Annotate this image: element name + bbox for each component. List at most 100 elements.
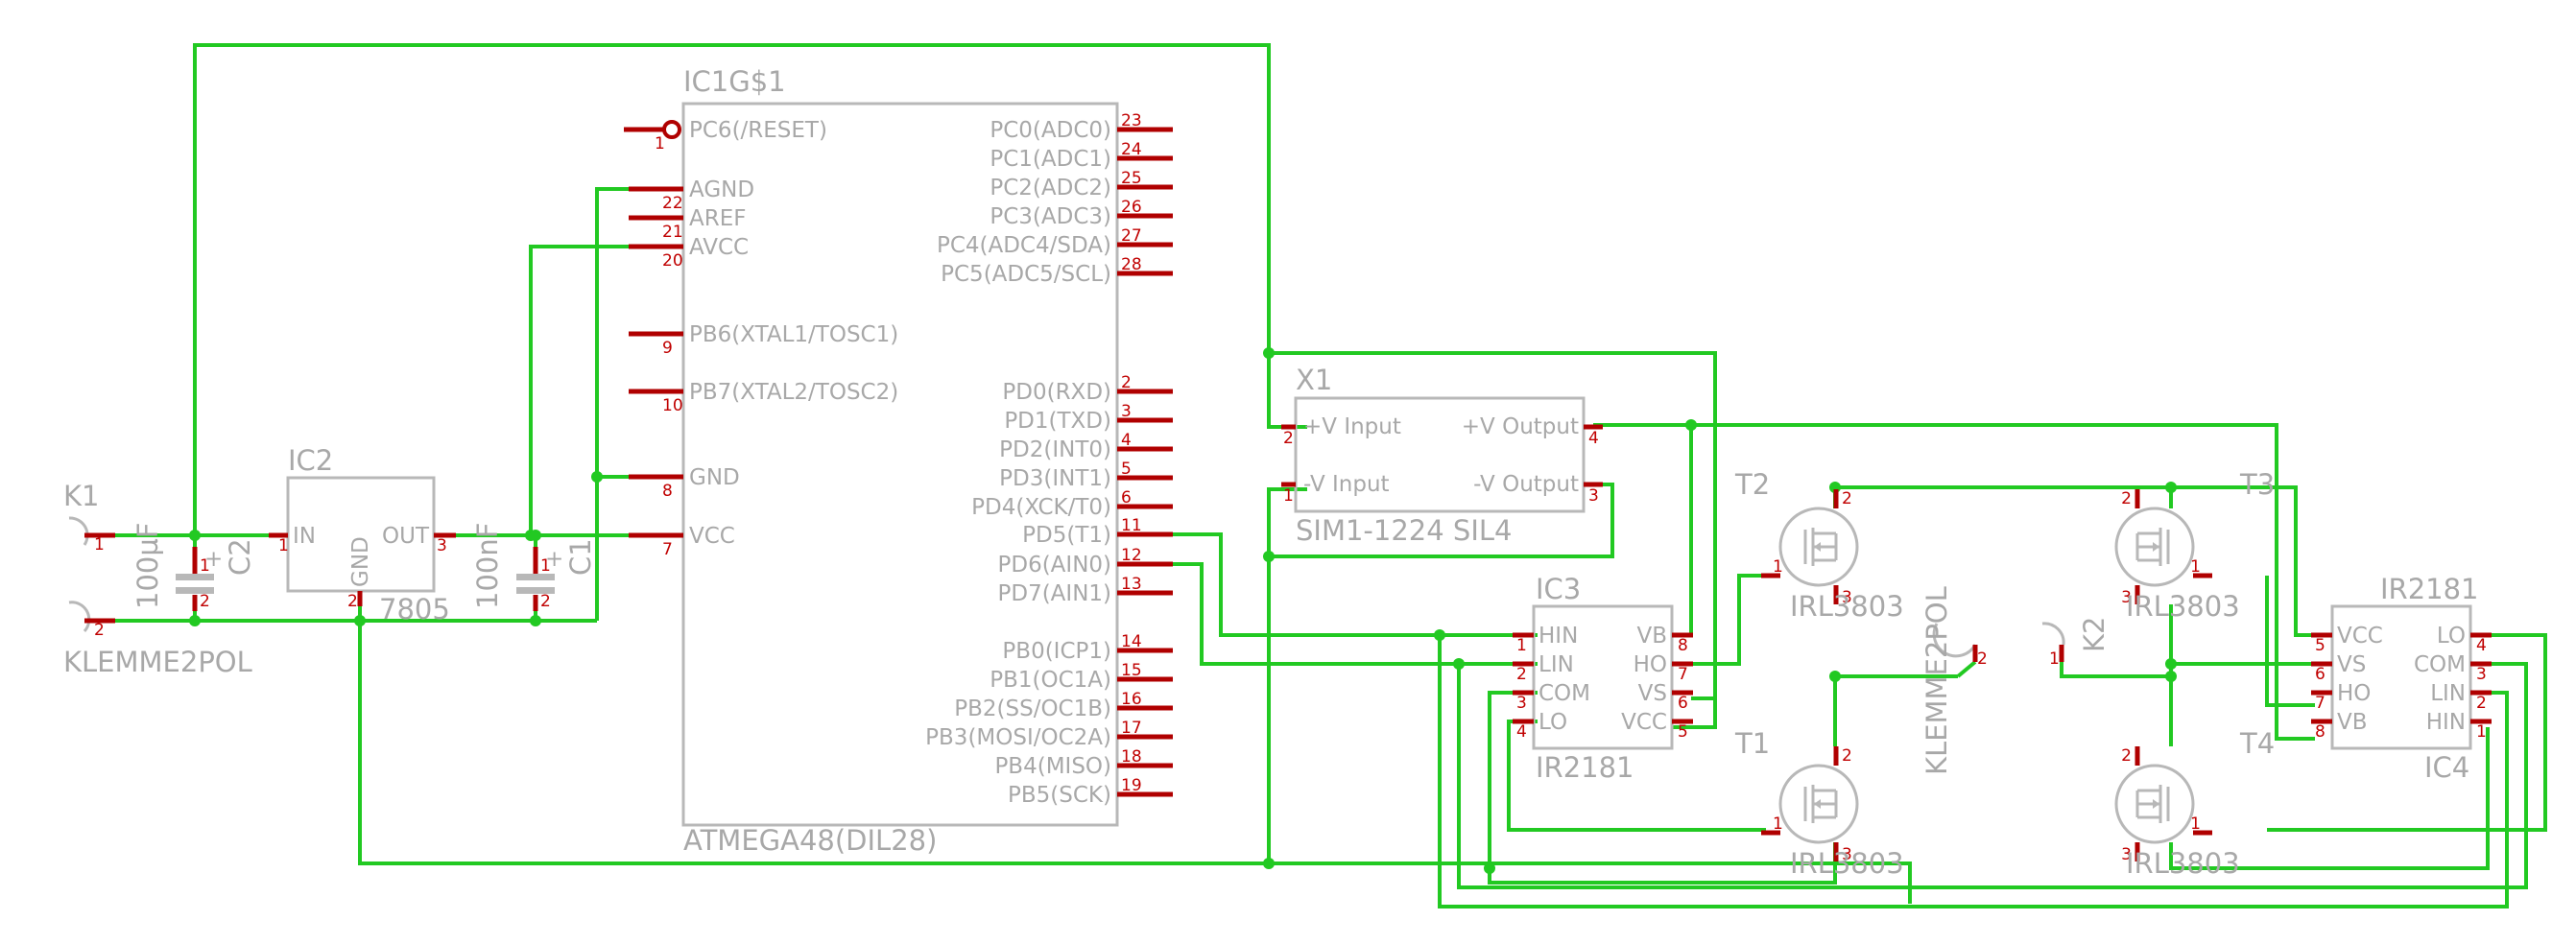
capacitor-c1: 1 2 + C1 100nF	[471, 523, 597, 611]
c2-plus: +	[204, 547, 223, 572]
ic1-pin-label: PD7(AIN1)	[997, 581, 1111, 606]
ic2-name: IC2	[288, 444, 333, 477]
k2-name: K2	[2078, 617, 2111, 652]
ic4-pin-number: 2	[2476, 694, 2487, 713]
ic1-pin-number: 21	[662, 223, 683, 242]
t4-pin-d: 2	[2121, 746, 2132, 766]
net-t4-src	[2169, 727, 2490, 870]
net-ic3-com	[1488, 691, 1538, 868]
t3-name: T3	[2239, 468, 2275, 501]
ic1-pin-number: 25	[1121, 169, 1142, 188]
net-pd5	[1169, 532, 1538, 637]
junction	[530, 615, 541, 626]
x1-pin3: 3	[1588, 486, 1599, 506]
mcu-ic1: IC1G$1 ATMEGA48(DIL28) PC6(/RESET)1AGND2…	[624, 65, 1173, 857]
ic3-pin-number: 2	[1516, 665, 1527, 684]
ic3-name: IC3	[1536, 573, 1581, 605]
t4-pin-g: 1	[2190, 814, 2201, 834]
x1-value: SIM1-1224 SIL4	[1296, 514, 1513, 547]
junction	[1829, 671, 1841, 682]
ic4-pin-label: VB	[2337, 710, 2368, 735]
ic1-right-pins: PC0(ADC0)23PC1(ADC1)24PC2(ADC2)25PC3(ADC…	[925, 111, 1173, 808]
ic1-pin-label: PC4(ADC4/SDA)	[937, 233, 1111, 258]
x1-pin1: 1	[1283, 486, 1294, 506]
k1-value: KLEMME2POL	[63, 646, 252, 678]
ic1-pin-label: VCC	[689, 524, 735, 549]
ic1-pin-label: PC0(ADC0)	[990, 118, 1111, 143]
ic1-pin-label: PC2(ADC2)	[990, 176, 1111, 201]
ic4-pin-label: VS	[2337, 652, 2366, 677]
t4-value: IRL3803	[2126, 847, 2240, 880]
t4-pin-s: 3	[2121, 845, 2132, 864]
t3-value: IRL3803	[2126, 590, 2240, 623]
ic3-pin-label: HIN	[1538, 624, 1578, 649]
ic1-pin-number: 20	[662, 251, 683, 271]
ic4-pin-number: 6	[2315, 665, 2326, 684]
ic1-pin-number: 26	[1121, 198, 1142, 217]
net-x1-vout-pos	[1593, 423, 2315, 741]
ic1-pin-label: PC3(ADC3)	[990, 204, 1111, 229]
c2-pin2: 2	[200, 592, 210, 611]
t1-pin-d: 2	[1842, 746, 1852, 766]
ic3-pin-number: 3	[1516, 694, 1527, 713]
ic1-name: IC1G$1	[683, 65, 786, 98]
x1-name: X1	[1296, 364, 1332, 396]
k2-pin2: 2	[1977, 649, 1988, 669]
ic4-pin-number: 8	[2315, 722, 2326, 742]
net-t1-src	[1488, 842, 1837, 885]
ic3-pin-number: 5	[1678, 722, 1688, 742]
net-t3-gate	[2265, 576, 2315, 707]
ic2-in: IN	[293, 524, 316, 549]
ic1-pin-number: 27	[1121, 226, 1142, 246]
ic2-out: OUT	[382, 524, 430, 549]
ic1-pin-number: 8	[662, 482, 673, 501]
net-k-left	[1956, 660, 1977, 678]
ic1-pin-label: PB3(MOSI/OC2A)	[925, 725, 1111, 750]
ic4-pin-number: 5	[2315, 636, 2326, 655]
c2-value: 100µF	[131, 523, 164, 609]
net-ic3-vcc	[1691, 698, 1717, 729]
k2-value: KLEMME2POL	[1920, 586, 1953, 775]
ic1-pin-label: PD4(XCK/T0)	[971, 495, 1111, 520]
t2-name: T2	[1734, 468, 1770, 501]
junction	[189, 615, 201, 626]
x1-pin4: 4	[1588, 429, 1599, 448]
ic1-pin-number: 14	[1121, 632, 1142, 651]
t1-pin-g: 1	[1773, 814, 1783, 834]
net-gnd-right	[595, 187, 635, 621]
ic1-pin-number: 13	[1121, 575, 1142, 594]
ic1-pin-number: 17	[1121, 719, 1142, 738]
ic4-pin-label: HIN	[2426, 710, 2466, 735]
ic1-pin-label: GND	[689, 465, 740, 490]
ic1-pin-number: 22	[662, 194, 683, 213]
ic1-pin-label: AREF	[689, 206, 746, 231]
t2-pin-d: 2	[1842, 489, 1852, 508]
junctions	[189, 347, 2177, 874]
ic1-pin-label: AVCC	[689, 235, 749, 260]
c1-pin2: 2	[540, 592, 551, 611]
ic1-pin-number: 19	[1121, 776, 1142, 795]
ic1-pin-number: 16	[1121, 690, 1142, 709]
converter-x1: +V Input -V Input +V Output -V Output 2 …	[1281, 364, 1603, 547]
ic1-pin-label: AGND	[689, 177, 754, 202]
regulator-ic2: IN OUT GND 1 3 2 IC2 7805	[269, 444, 456, 625]
ic4-pin-label: HO	[2337, 681, 2371, 706]
t3-pin-g: 1	[2190, 557, 2201, 577]
net-t4-side	[2060, 660, 2171, 678]
ic3-pin-number: 8	[1678, 636, 1688, 655]
ic3-value: IR2181	[1536, 751, 1634, 784]
ic4-value: IR2181	[2380, 573, 2479, 605]
ic1-pin-label: PD5(T1)	[1022, 523, 1111, 548]
junction	[1263, 551, 1275, 562]
t3-pin-s: 3	[2121, 588, 2132, 607]
ic4-pin-number: 7	[2315, 694, 2326, 713]
ic3-pin-label: HO	[1634, 652, 1667, 677]
ic1-pin-label: PB7(XTAL2/TOSC2)	[689, 380, 898, 405]
x1-vout-p: +V Output	[1462, 414, 1579, 439]
